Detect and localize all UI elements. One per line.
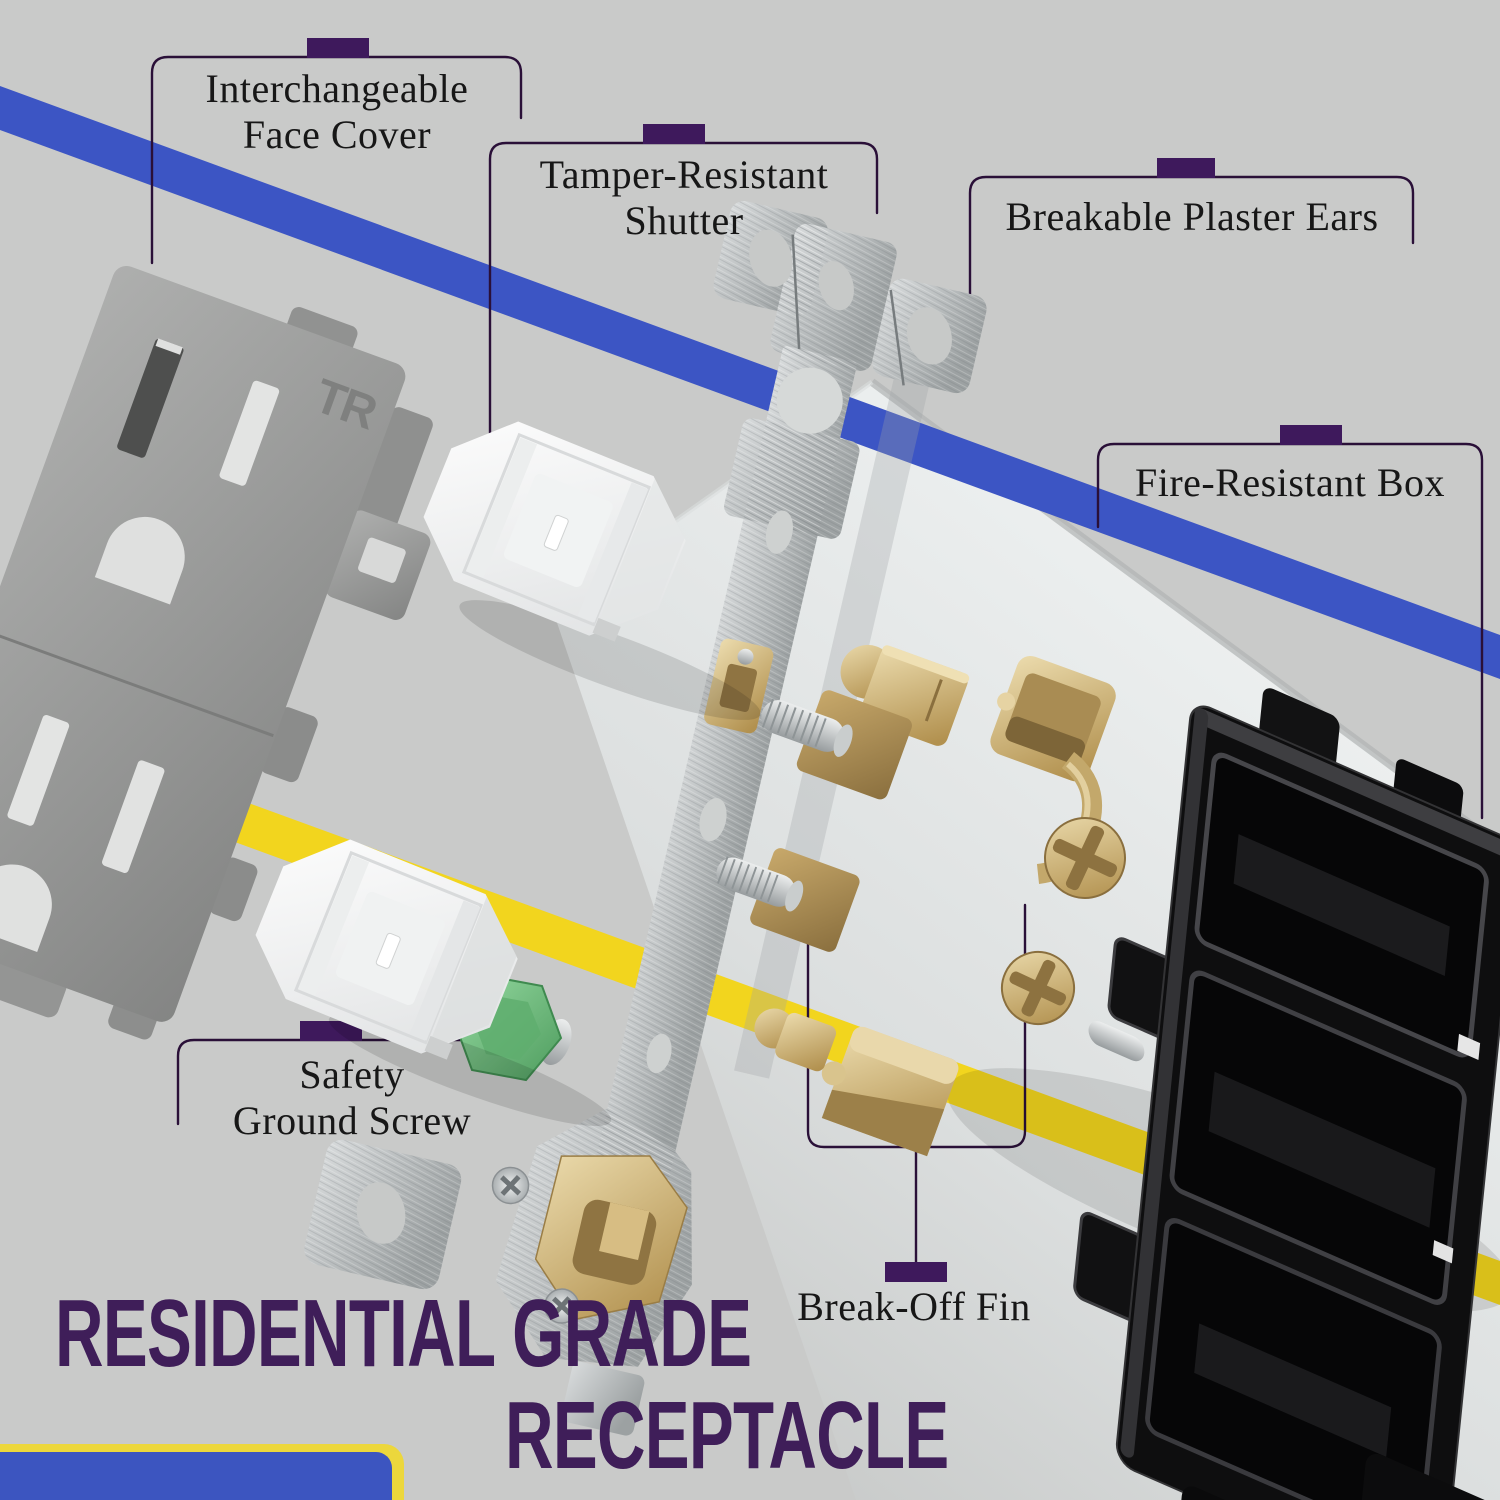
shutter-top-part xyxy=(423,421,686,642)
page-title-line1: RESIDENTIAL GRADE xyxy=(55,1280,752,1387)
label-plaster-ears: Breakable Plaster Ears xyxy=(970,194,1414,240)
label-plaster-ears-line1: Breakable Plaster Ears xyxy=(1005,194,1379,239)
label-ground-screw-line1: Safety xyxy=(299,1052,405,1097)
label-fire-box-line1: Fire-Resistant Box xyxy=(1134,460,1446,505)
label-face-cover-line2: Face Cover xyxy=(242,111,432,157)
fire-resistant-box-part xyxy=(1073,688,1500,1500)
blue-stripe xyxy=(0,86,1500,679)
shutter-bottom-part xyxy=(255,839,518,1060)
label-break-off-fin: Break-Off Fin xyxy=(758,1284,1070,1330)
brass-contacts-part xyxy=(716,644,1126,1157)
callout-tabs xyxy=(300,38,1342,1282)
label-tr-shutter-line2: Shutter xyxy=(624,197,744,243)
label-tr-shutter: Tamper-Resistant Shutter xyxy=(490,152,878,243)
label-fire-box: Fire-Resistant Box xyxy=(1098,460,1482,506)
corner-badge-yellow xyxy=(0,1444,404,1500)
shutter-shadow xyxy=(459,600,761,720)
label-face-cover: Interchangeable Face Cover xyxy=(152,66,522,157)
corner-badge-blue xyxy=(0,1452,392,1500)
label-tr-shutter-line1: Tamper-Resistant xyxy=(539,152,829,197)
page-title-line2: RECEPTACLE xyxy=(505,1382,949,1489)
label-face-cover-line1: Interchangeable xyxy=(205,66,469,111)
face-cover-part: TR xyxy=(0,265,433,1040)
label-ground-screw-line2: Ground Screw xyxy=(232,1097,472,1143)
mounting-strap-part xyxy=(304,201,987,1436)
label-ground-screw: Safety Ground Screw xyxy=(168,1052,536,1143)
label-break-off-fin-line1: Break-Off Fin xyxy=(797,1284,1031,1329)
